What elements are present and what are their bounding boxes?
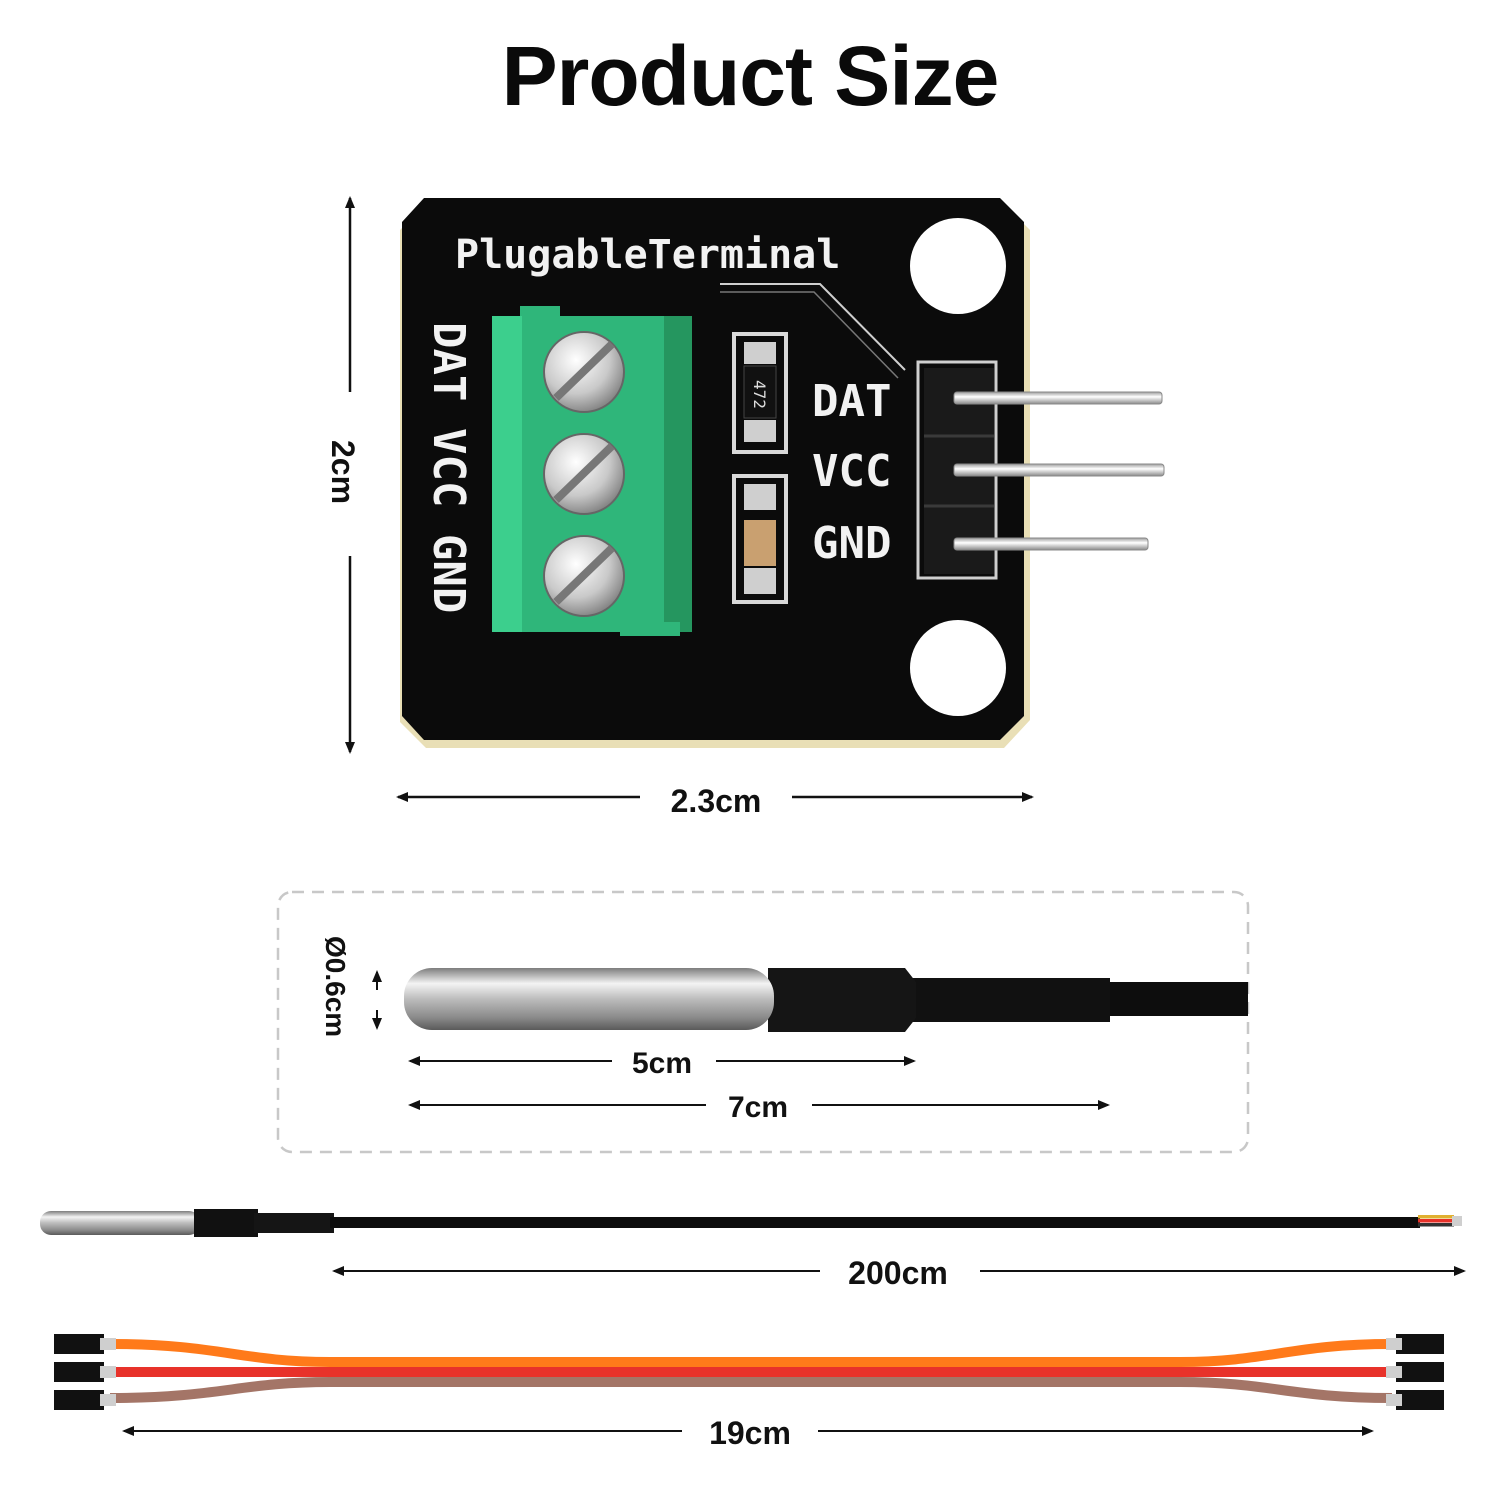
screw-terminal [492,306,692,636]
screw-3-icon [543,535,625,617]
sensor-module: PlugableTerminal DAT VCC GND [400,198,1165,748]
diameter-label: Ø0.6cm [320,936,351,1037]
steel-tube [404,968,774,1030]
pin-dat [953,391,1163,405]
screw-1-icon [543,331,625,413]
probe-detail-frame [276,890,1250,1154]
pin-gnd [953,537,1149,551]
mounting-hole-bottom [910,620,1006,716]
pin-label-dat: DAT [812,376,891,427]
silkscreen-left-labels: DAT VCC GND [423,322,474,613]
pin-label-vcc: VCC [812,446,891,497]
cable-length-label: 200cm [848,1255,948,1291]
page-title: Product Size [501,29,1000,123]
smd-resistor: 472 [732,332,788,454]
resistor-code: 472 [750,380,769,409]
height-label: 2cm [325,440,361,504]
jumper-wires [54,1334,1444,1410]
tube-length-label: 5cm [632,1047,692,1080]
width-label: 2.3cm [671,783,762,819]
silkscreen-title: PlugableTerminal [455,232,840,278]
total-probe-length-label: 7cm [728,1091,788,1124]
smd-capacitor [732,474,788,604]
screw-2-icon [543,433,625,515]
pin-label-gnd: GND [812,518,891,569]
mounting-hole-top [910,218,1006,314]
pin-vcc [953,463,1165,477]
probe-closeup [404,968,1248,1032]
jumper-length-label: 19cm [709,1415,791,1451]
full-probe-cable [40,1209,1462,1237]
